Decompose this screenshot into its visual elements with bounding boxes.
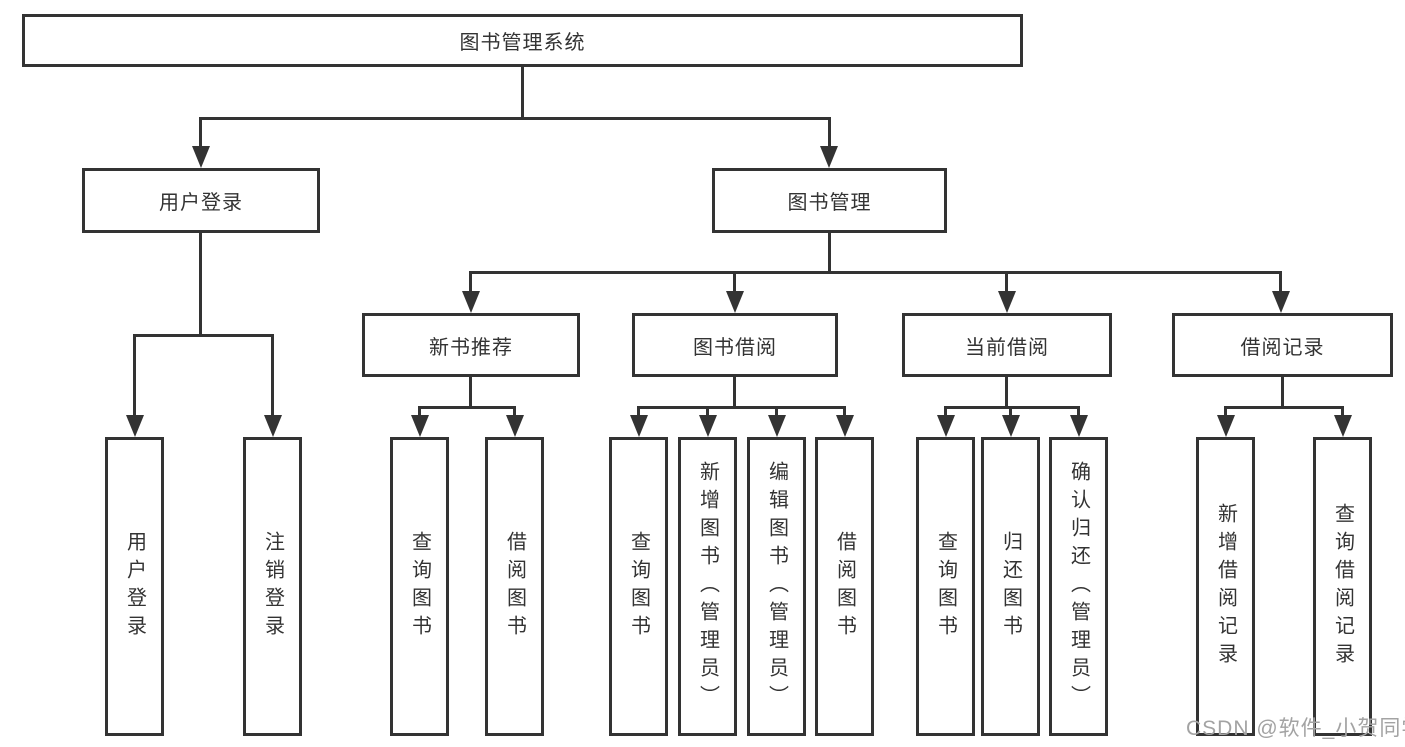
leaf-logout: 注销登录 xyxy=(243,437,302,736)
connector-line xyxy=(843,406,846,418)
connector-line xyxy=(199,117,202,150)
leaf-label: 编辑图书（管理员） xyxy=(765,460,788,713)
leaf-user-login: 用户登录 xyxy=(105,437,164,736)
node-book-borrowing: 图书借阅 xyxy=(632,313,838,377)
arrow-down-icon xyxy=(192,146,210,168)
connector-line xyxy=(944,406,947,418)
leaf-label: 新增借阅记录 xyxy=(1214,502,1237,671)
node-book-management: 图书管理 xyxy=(712,168,947,233)
leaf-query-books: 查询图书 xyxy=(609,437,668,736)
arrow-down-icon xyxy=(1217,415,1235,437)
leaf-label: 借阅图书 xyxy=(503,530,526,643)
connector-line xyxy=(469,375,472,409)
leaf-borrow-books: 借阅图书 xyxy=(485,437,544,736)
connector-line xyxy=(733,375,736,409)
node-library-management-system: 图书管理系统 xyxy=(22,14,1023,67)
arrow-down-icon xyxy=(998,291,1016,313)
connector-line xyxy=(1005,271,1008,293)
arrow-down-icon xyxy=(1070,415,1088,437)
arrow-down-icon xyxy=(768,415,786,437)
connector-line xyxy=(706,406,709,418)
connector-line xyxy=(513,406,516,418)
arrow-down-icon xyxy=(506,415,524,437)
arrow-down-icon xyxy=(820,146,838,168)
connector-line xyxy=(469,271,472,293)
arrow-down-icon xyxy=(1002,415,1020,437)
leaf-query-books: 查询图书 xyxy=(390,437,449,736)
leaf-label: 查询借阅记录 xyxy=(1331,502,1354,671)
connector-line xyxy=(637,406,846,409)
connector-line xyxy=(1009,406,1012,418)
connector-line xyxy=(469,271,1282,274)
leaf-label: 借阅图书 xyxy=(833,530,856,643)
leaf-confirm-return-admin: 确认归还（管理员） xyxy=(1049,437,1108,736)
arrow-down-icon xyxy=(1272,291,1290,313)
connector-line xyxy=(828,231,831,274)
connector-line xyxy=(733,271,736,293)
leaf-label: 用户登录 xyxy=(123,530,146,643)
connector-line xyxy=(133,334,136,417)
arrow-down-icon xyxy=(726,291,744,313)
connector-line xyxy=(1005,375,1008,409)
leaf-label: 归还图书 xyxy=(999,530,1022,643)
csdn-watermark: CSDN @软件_小贺同学 xyxy=(1186,717,1405,740)
connector-line xyxy=(418,406,516,409)
leaf-label: 确认归还（管理员） xyxy=(1067,460,1090,713)
connector-line xyxy=(133,334,273,337)
connector-line xyxy=(1224,406,1227,418)
connector-line xyxy=(521,65,524,119)
connector-line xyxy=(271,334,274,417)
arrow-down-icon xyxy=(126,415,144,437)
leaf-add-borrow-record: 新增借阅记录 xyxy=(1196,437,1255,736)
node-borrowing-records: 借阅记录 xyxy=(1172,313,1393,377)
arrow-down-icon xyxy=(462,291,480,313)
leaf-query-borrow-record: 查询借阅记录 xyxy=(1313,437,1372,736)
leaf-label: 查询图书 xyxy=(627,530,650,643)
leaf-label: 注销登录 xyxy=(261,530,284,643)
node-user-login: 用户登录 xyxy=(82,168,320,233)
leaf-label: 新增图书（管理员） xyxy=(696,460,719,713)
leaf-edit-books-admin: 编辑图书（管理员） xyxy=(747,437,806,736)
arrow-down-icon xyxy=(630,415,648,437)
leaf-label: 查询图书 xyxy=(934,530,957,643)
leaf-return-books: 归还图书 xyxy=(981,437,1040,736)
connector-line xyxy=(828,117,831,150)
connector-line xyxy=(944,406,1080,409)
node-new-book-recommend: 新书推荐 xyxy=(362,313,580,377)
arrow-down-icon xyxy=(264,415,282,437)
arrow-down-icon xyxy=(836,415,854,437)
connector-line xyxy=(1077,406,1080,418)
connector-line xyxy=(1279,271,1282,293)
leaf-add-books-admin: 新增图书（管理员） xyxy=(678,437,737,736)
connector-line xyxy=(1341,406,1344,418)
arrow-down-icon xyxy=(1334,415,1352,437)
leaf-borrow-books: 借阅图书 xyxy=(815,437,874,736)
connector-line xyxy=(1224,406,1344,409)
arrow-down-icon xyxy=(937,415,955,437)
arrow-down-icon xyxy=(411,415,429,437)
connector-line xyxy=(418,406,421,418)
connector-line xyxy=(637,406,640,418)
leaf-label: 查询图书 xyxy=(408,530,431,643)
arrow-down-icon xyxy=(699,415,717,437)
connector-line xyxy=(775,406,778,418)
connector-line xyxy=(199,117,830,120)
connector-line xyxy=(199,231,202,336)
leaf-query-books: 查询图书 xyxy=(916,437,975,736)
connector-line xyxy=(1281,375,1284,409)
node-current-borrowing: 当前借阅 xyxy=(902,313,1112,377)
